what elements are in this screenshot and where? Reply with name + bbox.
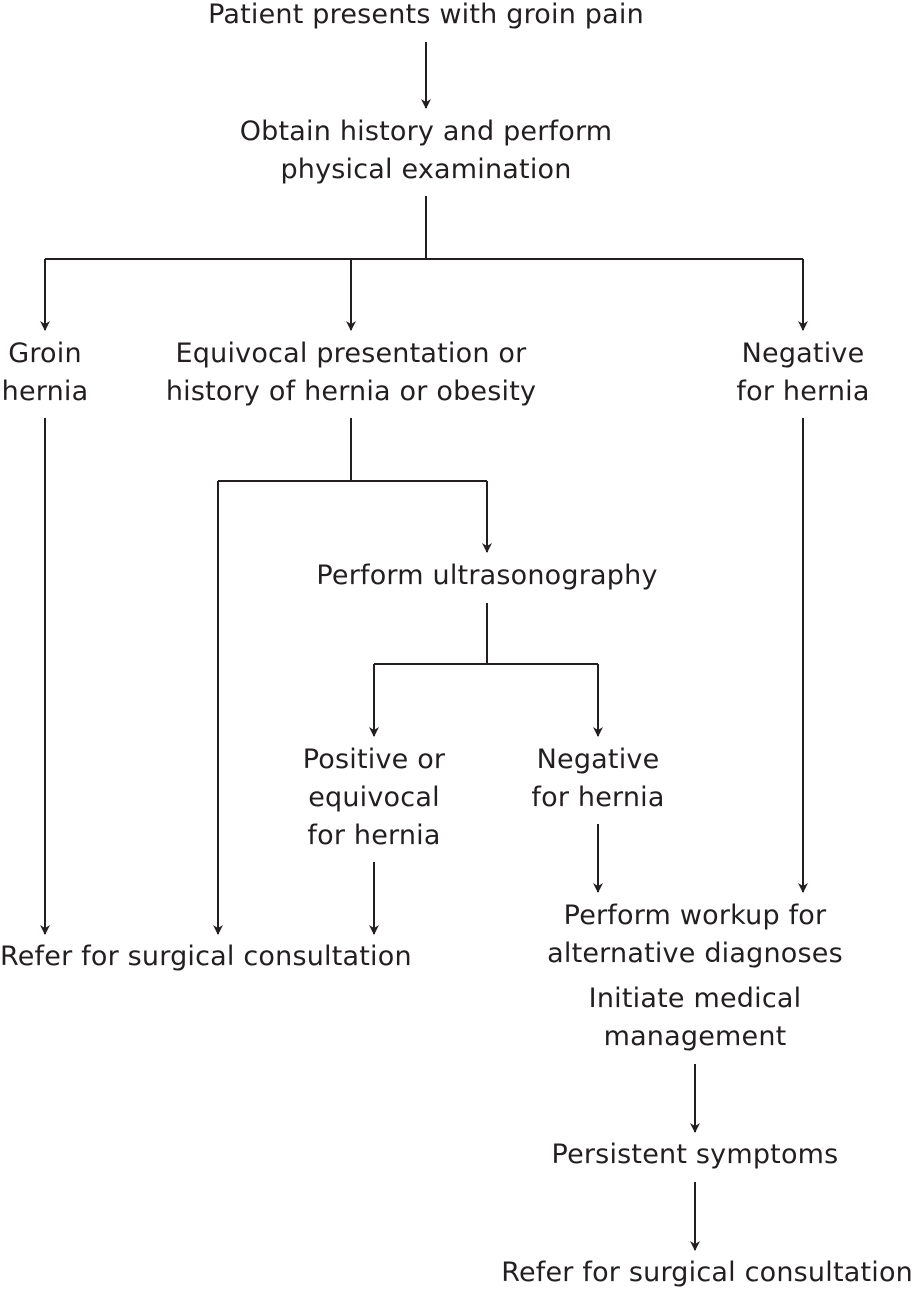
node-refer-bottom-label: Refer for surgical consultation: [501, 1257, 913, 1288]
node-us-negative: Negative for hernia: [508, 741, 688, 817]
node-medical-management: Initiate medical management: [555, 980, 835, 1056]
node-refer-bottom: Refer for surgical consultation: [471, 1254, 913, 1292]
node-history-exam-line-2: physical examination: [280, 154, 572, 185]
node-persistent-label: Persistent symptoms: [551, 1139, 839, 1170]
node-workup: Perform workup for alternative diagnoses: [505, 897, 885, 973]
node-workup-line-1: Perform workup for: [563, 900, 827, 931]
node-workup-line-2: alternative diagnoses: [547, 938, 843, 969]
node-us-positive-line-1: Positive or: [302, 744, 446, 775]
node-negative-exam: Negative for hernia: [713, 335, 893, 411]
node-groin-hernia-line-2: hernia: [1, 376, 89, 407]
node-equivocal-line-1: Equivocal presentation or: [175, 338, 527, 369]
node-us-positive-line-3: for hernia: [307, 820, 441, 851]
node-groin-hernia-line-1: Groin: [8, 338, 82, 369]
node-medical-management-line-1: Initiate medical: [588, 983, 802, 1014]
node-start-label: Patient presents with groin pain: [208, 0, 644, 30]
node-negative-exam-line-2: for hernia: [736, 376, 870, 407]
node-medical-management-line-2: management: [603, 1021, 787, 1052]
node-persistent: Persistent symptoms: [515, 1136, 875, 1174]
node-ultrasonography: Perform ultrasonography: [287, 557, 687, 595]
node-us-negative-line-1: Negative: [536, 744, 660, 775]
node-us-positive-line-2: equivocal: [308, 782, 440, 813]
node-us-negative-line-2: for hernia: [531, 782, 665, 813]
node-refer-left: Refer for surgical consultation: [0, 938, 436, 976]
node-groin-hernia: Groin hernia: [0, 335, 90, 411]
node-equivocal-line-2: history of hernia or obesity: [165, 376, 537, 407]
node-start: Patient presents with groin pain: [0, 0, 852, 34]
node-negative-exam-line-1: Negative: [741, 338, 865, 369]
node-equivocal: Equivocal presentation or history of her…: [126, 335, 576, 411]
node-refer-left-label: Refer for surgical consultation: [0, 941, 412, 972]
node-history-exam: Obtain history and perform physical exam…: [126, 113, 726, 189]
node-history-exam-line-1: Obtain history and perform: [239, 116, 613, 147]
node-ultrasonography-label: Perform ultrasonography: [316, 560, 658, 591]
node-us-positive: Positive or equivocal for hernia: [284, 741, 464, 855]
